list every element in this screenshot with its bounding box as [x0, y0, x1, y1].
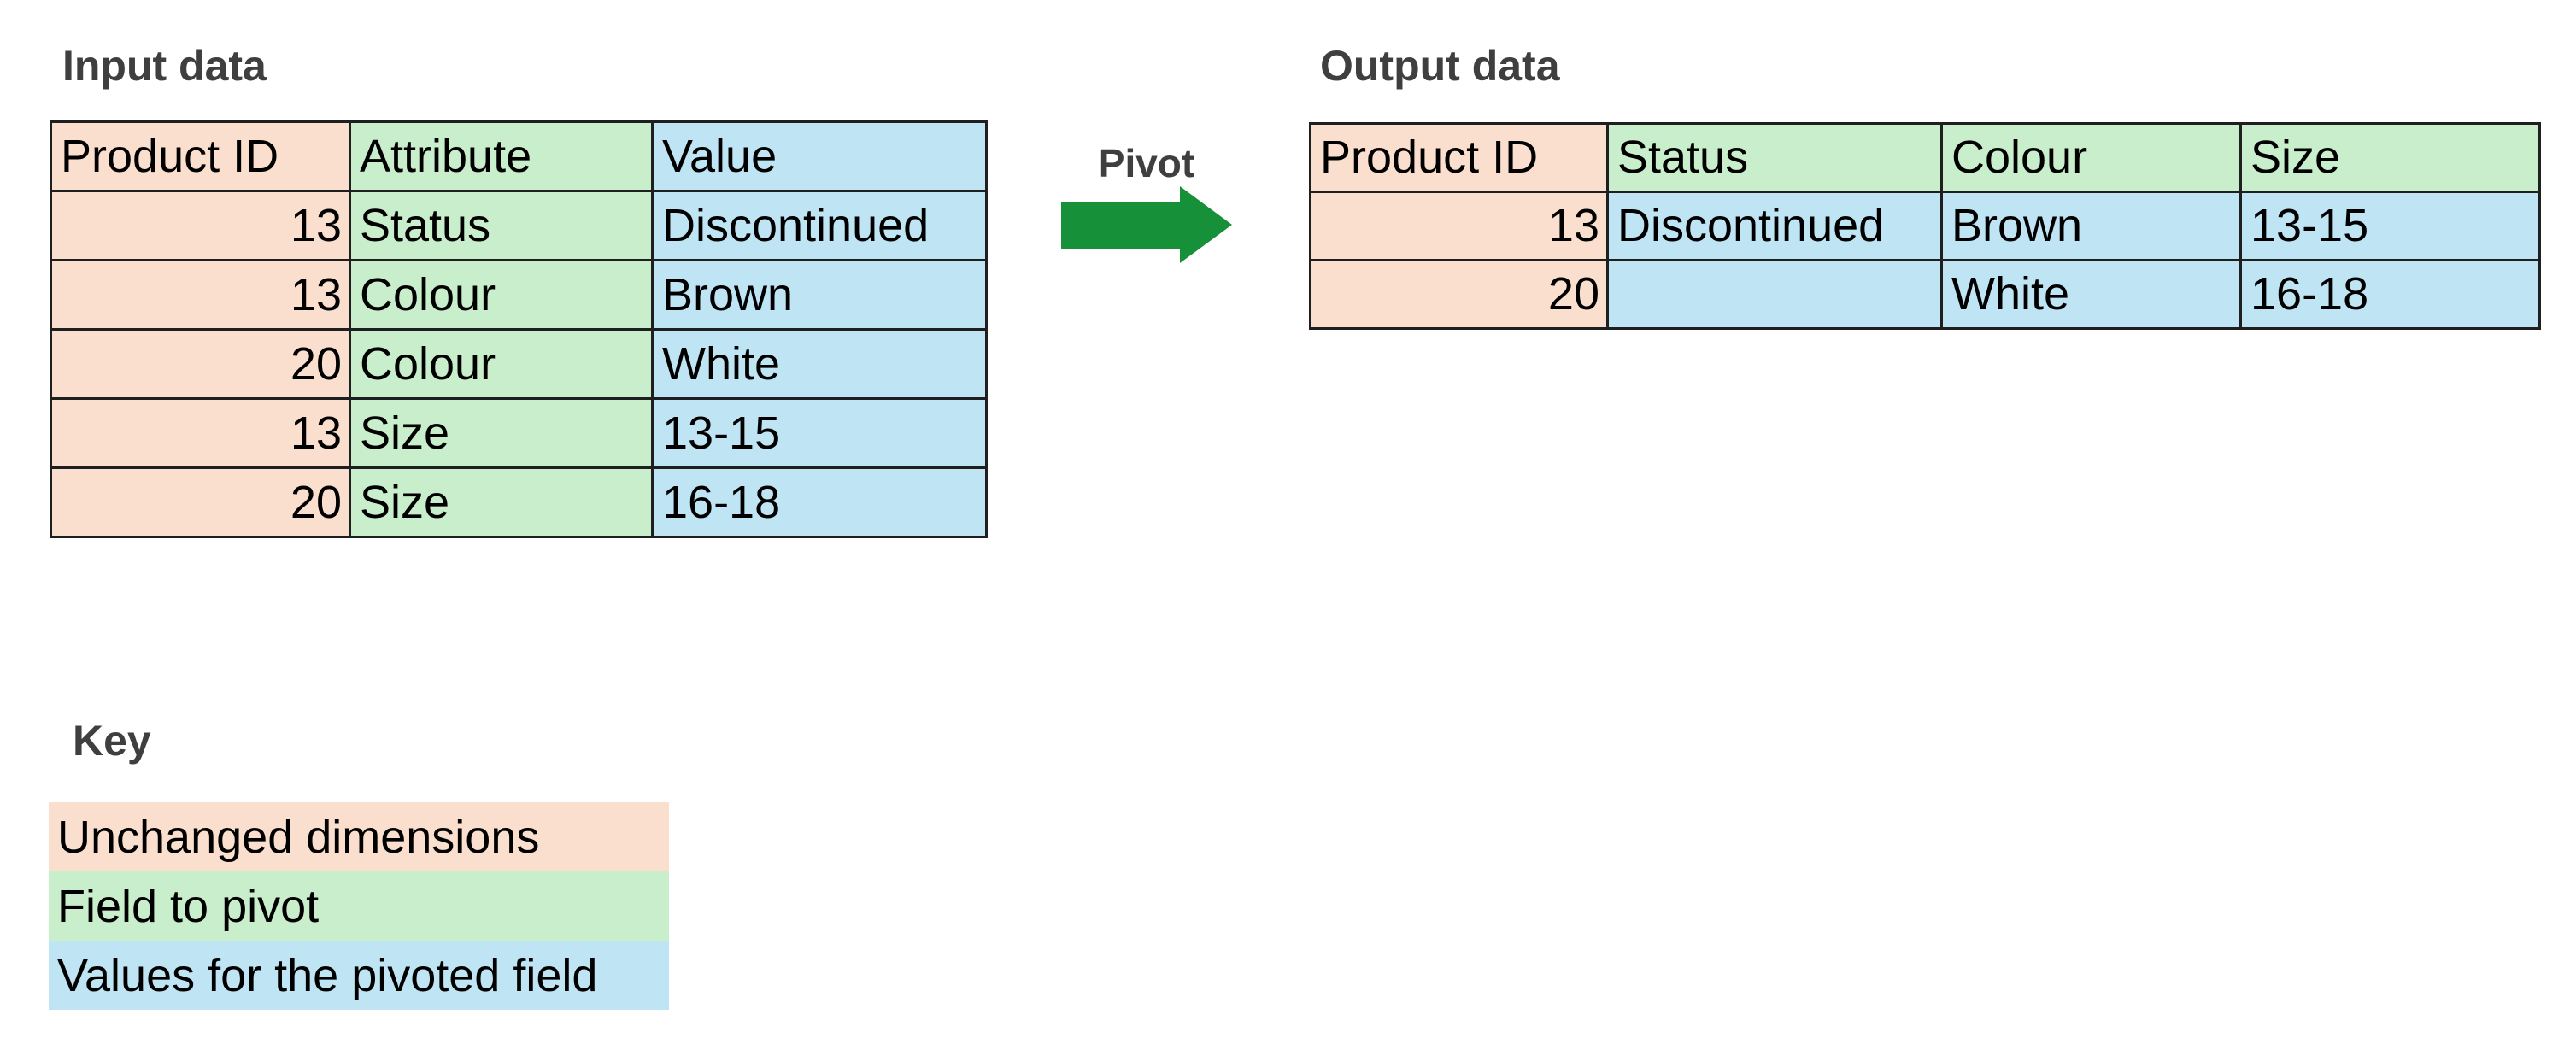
key-entry-values-for-the-pivoted-field: Values for the pivoted field	[49, 941, 669, 1010]
table-cell	[1606, 259, 1943, 330]
table-cell: Discontinued	[1606, 191, 1943, 261]
table-cell: 16-18	[2239, 259, 2541, 330]
table-cell: White	[1940, 259, 2242, 330]
table-cell: 20	[50, 466, 351, 538]
column-header-status: Status	[1606, 122, 1943, 193]
key-entry-field-to-pivot: Field to pivot	[49, 871, 669, 941]
column-header-product-id: Product ID	[1309, 122, 1609, 193]
arrow-body	[1061, 202, 1180, 249]
table-cell: Colour	[349, 328, 654, 400]
table-cell: 13	[50, 190, 351, 261]
table-cell: 13	[50, 259, 351, 331]
arrow-head	[1180, 186, 1232, 263]
table-cell: 13-15	[651, 397, 988, 469]
pivot-label: Pivot	[1098, 141, 1195, 185]
column-header-colour: Colour	[1940, 122, 2242, 193]
output-data-title: Output data	[1320, 42, 1560, 90]
table-cell: Discontinued	[651, 190, 988, 261]
table-cell: 20	[50, 328, 351, 400]
key-title: Key	[73, 717, 151, 765]
pivot-arrow-icon	[1061, 186, 1232, 263]
column-header-value: Value	[651, 120, 988, 192]
table-cell: Brown	[1940, 191, 2242, 261]
column-header-size: Size	[2239, 122, 2541, 193]
table-cell: 16-18	[651, 466, 988, 538]
table-cell: 13-15	[2239, 191, 2541, 261]
table-cell: Status	[349, 190, 654, 261]
table-cell: Size	[349, 466, 654, 538]
column-header-product-id: Product ID	[50, 120, 351, 192]
table-cell: 13	[1309, 191, 1609, 261]
table-cell: 13	[50, 397, 351, 469]
table-cell: Size	[349, 397, 654, 469]
table-cell: Brown	[651, 259, 988, 331]
input-data-title: Input data	[62, 42, 267, 90]
table-cell: Colour	[349, 259, 654, 331]
column-header-attribute: Attribute	[349, 120, 654, 192]
key-entry-unchanged-dimensions: Unchanged dimensions	[49, 802, 669, 871]
table-cell: 20	[1309, 259, 1609, 330]
table-cell: White	[651, 328, 988, 400]
